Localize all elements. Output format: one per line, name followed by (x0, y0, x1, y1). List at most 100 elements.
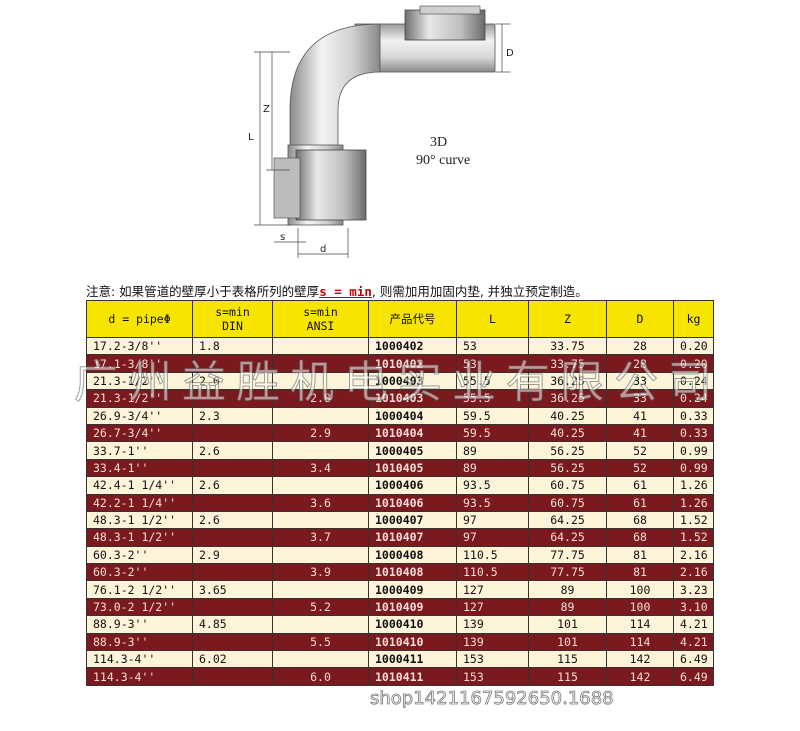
cell-ansi (272, 545, 369, 565)
cell-code: 1000405 (368, 441, 457, 460)
cell-pipe: 26.7-3/4'' (86, 423, 193, 443)
cell-pipe: 42.4-1 1/4'' (86, 476, 193, 495)
cell-l: 139 (456, 632, 529, 652)
cell-z: 64.25 (528, 528, 607, 547)
cell-l: 53 (456, 354, 529, 373)
cell-ansi: 6.0 (272, 667, 369, 686)
cell-code: 1000409 (368, 580, 457, 599)
cell-code: 1000406 (368, 476, 457, 495)
cell-pipe: 33.7-1'' (86, 441, 193, 460)
cell-z: 60.75 (528, 476, 607, 495)
col-header-D: D (606, 300, 674, 338)
cell-l: 110.5 (456, 563, 529, 582)
caption-3d: 3D (430, 135, 448, 150)
cell-d: 61 (606, 476, 674, 495)
cell-kg: 1.26 (673, 493, 714, 512)
cell-z: 33.75 (528, 336, 607, 356)
cell-pipe: 17.2-3/8'' (86, 336, 193, 356)
cell-code: 1000402 (368, 336, 457, 356)
cell-z: 89 (528, 597, 607, 617)
cell-kg: 3.10 (673, 597, 714, 617)
cell-d: 52 (606, 441, 674, 460)
cell-z: 60.75 (528, 493, 607, 512)
cell-z: 40.25 (528, 423, 607, 443)
cell-kg: 0.20 (673, 336, 714, 356)
cell-d: 114 (606, 615, 674, 634)
cell-pipe: 21.3-1/2'' (86, 389, 193, 408)
cell-z: 77.75 (528, 563, 607, 582)
cell-ansi (272, 406, 369, 425)
cell-pipe: 73.0-2 1/2'' (86, 597, 193, 617)
cell-kg: 4.21 (673, 632, 714, 652)
cell-z: 101 (528, 632, 607, 652)
cell-z: 56.25 (528, 458, 607, 478)
cell-pipe: 88.9-3'' (86, 632, 193, 652)
cell-code: 1010404 (368, 423, 457, 443)
cell-din (192, 423, 273, 443)
cell-pipe: 17.1-3/8'' (86, 354, 193, 373)
cell-ansi (272, 336, 369, 356)
cell-pipe: 76.1-2 1/2'' (86, 580, 193, 599)
note-highlight: s = min (319, 284, 372, 299)
cell-kg: 0.20 (673, 354, 714, 373)
shop-id-watermark: shop1421167592650.1688 (370, 688, 614, 710)
cell-din (192, 632, 273, 652)
cell-d: 68 (606, 510, 674, 530)
cell-l: 97 (456, 510, 529, 530)
cell-kg: 2.16 (673, 545, 714, 565)
cell-z: 77.75 (528, 545, 607, 565)
cell-l: 89 (456, 441, 529, 460)
cell-kg: 0.33 (673, 406, 714, 425)
cell-kg: 0.99 (673, 441, 714, 460)
cell-d: 52 (606, 458, 674, 478)
note-prefix: 注意: 如果管道的壁厚小于表格所列的壁厚 (86, 284, 320, 299)
cell-din: 2.6 (192, 476, 273, 495)
cell-z: 33.75 (528, 354, 607, 373)
din-header-line1: s=min (215, 305, 250, 319)
cell-kg: 0.24 (673, 389, 714, 408)
cell-l: 139 (456, 615, 529, 634)
cell-din: 2.9 (192, 545, 273, 565)
cell-z: 115 (528, 650, 607, 669)
cell-d: 33 (606, 371, 674, 391)
col-header-kg: kg (673, 300, 714, 338)
cell-din (192, 389, 273, 408)
cell-d: 100 (606, 580, 674, 599)
elbow-drawing: L Z D s d (230, 0, 530, 262)
cell-d: 114 (606, 632, 674, 652)
cell-code: 1000410 (368, 615, 457, 634)
cell-code: 1010410 (368, 632, 457, 652)
cell-kg: 0.24 (673, 371, 714, 391)
cell-l: 59.5 (456, 406, 529, 425)
cell-din (192, 667, 273, 686)
cell-pipe: 21.3-1/2'' (86, 371, 193, 391)
cell-d: 100 (606, 597, 674, 617)
cell-pipe: 33.4-1'' (86, 458, 193, 478)
cell-l: 127 (456, 597, 529, 617)
din-header-line2: DIN (222, 319, 243, 333)
dim-label-d: d (320, 244, 326, 255)
cell-ansi: 3.7 (272, 528, 369, 547)
cell-z: 56.25 (528, 441, 607, 460)
cell-ansi: 3.6 (272, 493, 369, 512)
cell-code: 1010402 (368, 354, 457, 373)
cell-pipe: 26.9-3/4'' (86, 406, 193, 425)
cell-z: 40.25 (528, 406, 607, 425)
cell-z: 101 (528, 615, 607, 634)
cell-pipe: 48.3-1 1/2'' (86, 528, 193, 547)
cell-kg: 6.49 (673, 667, 714, 686)
cell-kg: 6.49 (673, 650, 714, 669)
cell-din: 2.6 (192, 441, 273, 460)
cell-pipe: 42.2-1 1/4'' (86, 493, 193, 512)
